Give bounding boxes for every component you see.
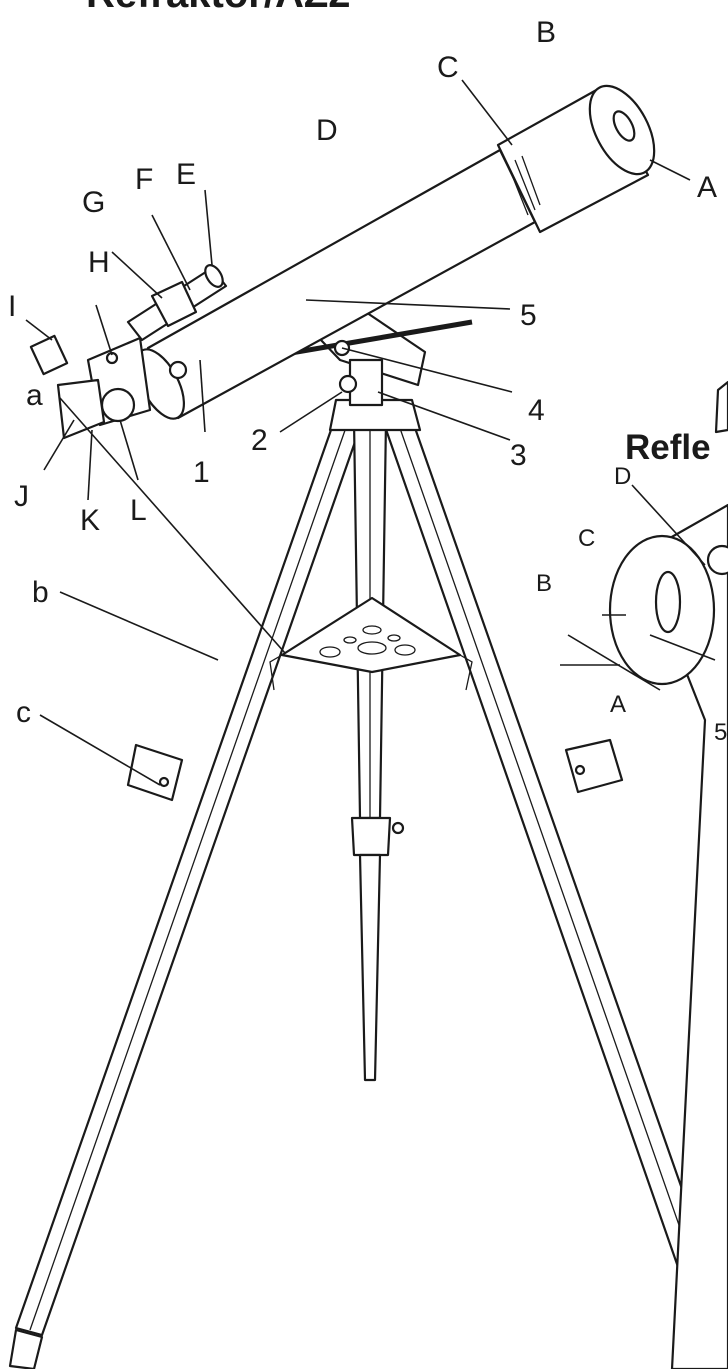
label-1: 1 [193,456,210,489]
label-5: 5 [520,299,537,332]
tripod-leg-left [14,408,364,1337]
label-c: c [16,696,31,729]
label-2: 2 [251,424,268,457]
label-b: b [32,576,49,609]
reflector-focuser [714,380,728,434]
objective-cap-opening [612,110,636,142]
label-a: a [26,379,43,412]
tripod [8,398,728,1369]
star-diagonal [56,378,106,440]
focuser-assembly [29,264,228,440]
label-3: 3 [510,439,527,472]
label-I: I [8,290,16,323]
reflector-tube [638,503,728,1369]
leader-lines [25,79,691,786]
leg-clamp-right [564,738,624,794]
leg-clamp-left [126,743,184,802]
label-C: C [437,51,459,84]
tripod-leg-left-foot [8,1328,44,1369]
label-D: D [316,114,338,147]
refractor-heading: Refraktor/AZ2 [86,0,351,17]
eyepiece [29,334,69,376]
label-4: 4 [528,394,545,427]
finder-bracket [150,280,198,328]
reflector-label-B: B [536,570,552,597]
label-J: J [14,480,29,513]
reflector-telescope [560,380,728,1369]
label-E: E [176,158,196,191]
reflector-label-D: D [614,463,631,490]
tripod-head [328,398,422,432]
reflector-label-5: 5 [714,719,727,746]
accessory-tray [280,596,462,674]
focus-knob [100,387,136,423]
reflector-cap-opening [654,570,682,634]
azimuth-lock-knob [338,374,358,394]
reflector-label-A: A [610,691,626,718]
label-H: H [88,246,110,279]
label-F: F [135,163,153,196]
reflector-label-C: C [578,525,595,552]
reflector-heading: Refle [625,428,711,467]
label-L: L [130,494,147,527]
label-B: B [536,16,556,49]
tripod-leg-center-lower [358,853,382,1082]
leg-clamp-center [350,816,392,857]
label-A: A [697,171,717,204]
callout-labels: A B C D E F G H I J K L 1 2 3 4 5 a b c … [8,16,727,746]
optical-tube [135,84,656,420]
label-G: G [82,186,105,219]
label-K: K [80,504,100,537]
